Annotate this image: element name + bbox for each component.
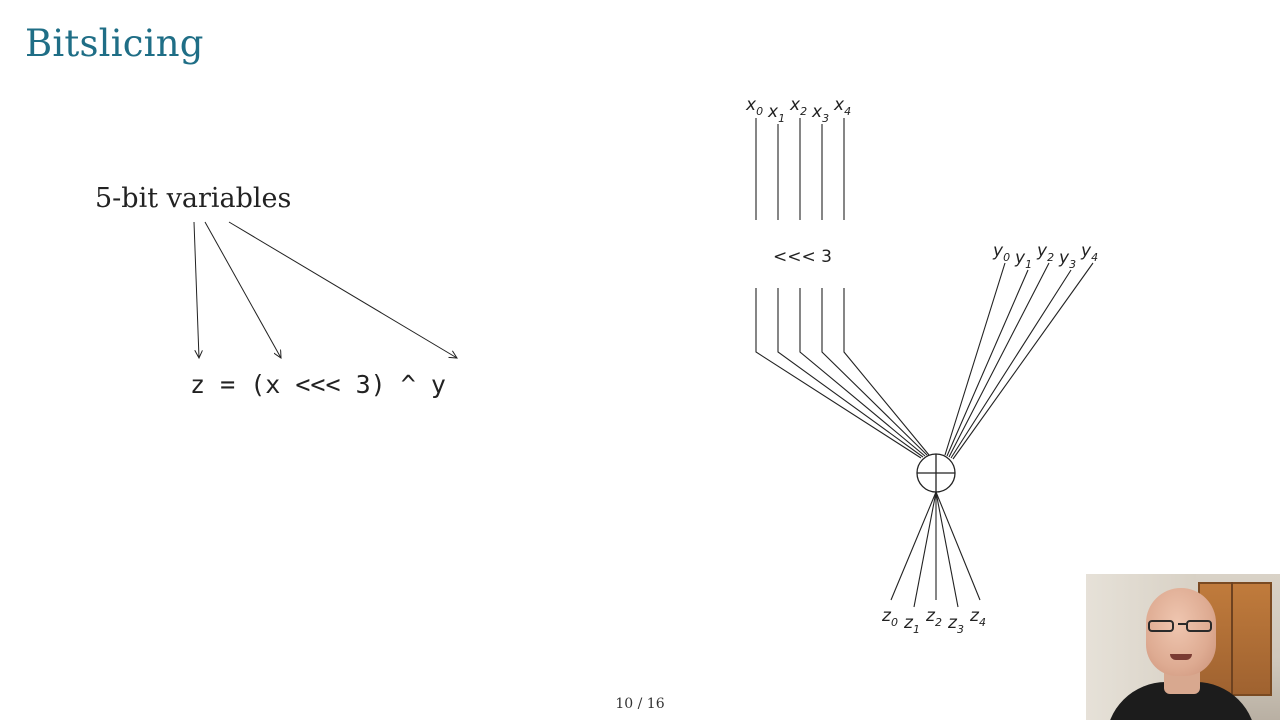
y-bit-label: y2 — [1036, 241, 1054, 264]
variable-arrows — [193, 221, 457, 358]
z-output-wires — [890, 491, 981, 608]
webcam-door-frame — [1231, 582, 1233, 694]
y-bit-label: y3 — [1058, 248, 1076, 271]
y-bit-label: y4 — [1080, 241, 1098, 264]
z-bit-label: z1 — [903, 613, 920, 636]
presenter-head — [1146, 588, 1216, 676]
rotated-x-wires — [755, 288, 930, 459]
z-bit-label: z4 — [969, 606, 986, 629]
x-input-wires — [755, 118, 845, 220]
z-bit-label: z2 — [925, 606, 942, 629]
arrow-to-z — [193, 221, 199, 358]
code-expression: z = (x <<< 3) ^ y — [190, 370, 446, 399]
z-bit-labels: z0 z1 z2 z3 z4 — [881, 606, 986, 636]
y-bit-label: y0 — [992, 241, 1010, 264]
z-bit-label: z0 — [881, 606, 898, 629]
x-bit-label: x0 — [745, 95, 763, 118]
x-bit-label: x4 — [833, 95, 851, 118]
arrow-to-x — [204, 221, 281, 358]
y-bit-label: y1 — [1014, 248, 1032, 271]
glasses-icon — [1148, 620, 1214, 632]
rotate-label: <<< 3 — [773, 247, 832, 267]
xor-circle-icon — [916, 453, 956, 493]
x-bit-label: x2 — [789, 95, 807, 118]
slide-title: Bitslicing — [25, 22, 204, 65]
presenter-webcam — [1086, 574, 1280, 720]
presenter-mouth — [1170, 654, 1192, 660]
y-bit-labels: y0 y1 y2 y3 y4 — [992, 241, 1098, 271]
x-bit-labels: x0 x1 x2 x3 x4 — [745, 95, 851, 125]
x-bit-label: x3 — [811, 102, 829, 125]
arrow-to-y — [228, 221, 457, 358]
z-bit-label: z3 — [947, 613, 964, 636]
page-number: 10 / 16 — [615, 696, 665, 712]
y-input-wires — [944, 262, 1094, 460]
x-bit-label: x1 — [767, 102, 785, 125]
variables-label: 5-bit variables — [95, 183, 292, 214]
